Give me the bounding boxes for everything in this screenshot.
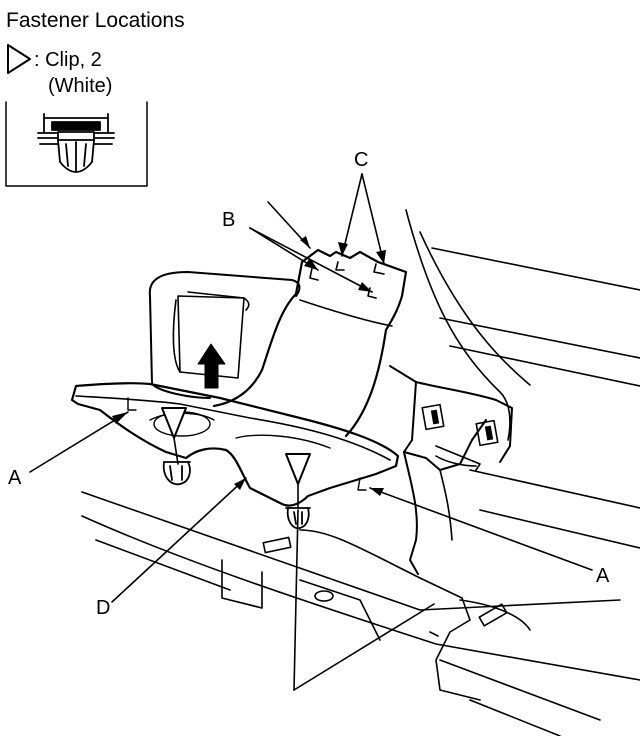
clip-left: [162, 461, 191, 486]
clip-marker-left-icon: [161, 407, 187, 439]
callout-c: C: [354, 149, 368, 171]
side-bracket: [389, 365, 513, 575]
diagram-title: Fastener Locations: [6, 9, 185, 32]
callout-a-left: A: [8, 467, 22, 489]
callout-a-right: A: [596, 565, 610, 587]
clip-marker-center-icon: [285, 453, 311, 485]
legend-frame: [5, 101, 148, 187]
legend-clip-color: (White): [48, 75, 112, 97]
callout-d: D: [96, 597, 110, 619]
leader-lines: [29, 173, 593, 691]
legend: : Clip, 2 (White): [5, 44, 148, 187]
clip-detail-icon: [37, 113, 115, 173]
triangle-outline-icon: [7, 44, 31, 74]
seat-back-cushion: [148, 271, 301, 399]
callout-b: B: [222, 209, 235, 231]
vehicle-body-outline: [81, 209, 640, 736]
leader-arrowheads: [112, 236, 386, 496]
legend-clip-label: : Clip, 2: [34, 49, 102, 71]
trim-panel-upper: [212, 248, 408, 438]
arrow-up-icon: [197, 343, 226, 389]
